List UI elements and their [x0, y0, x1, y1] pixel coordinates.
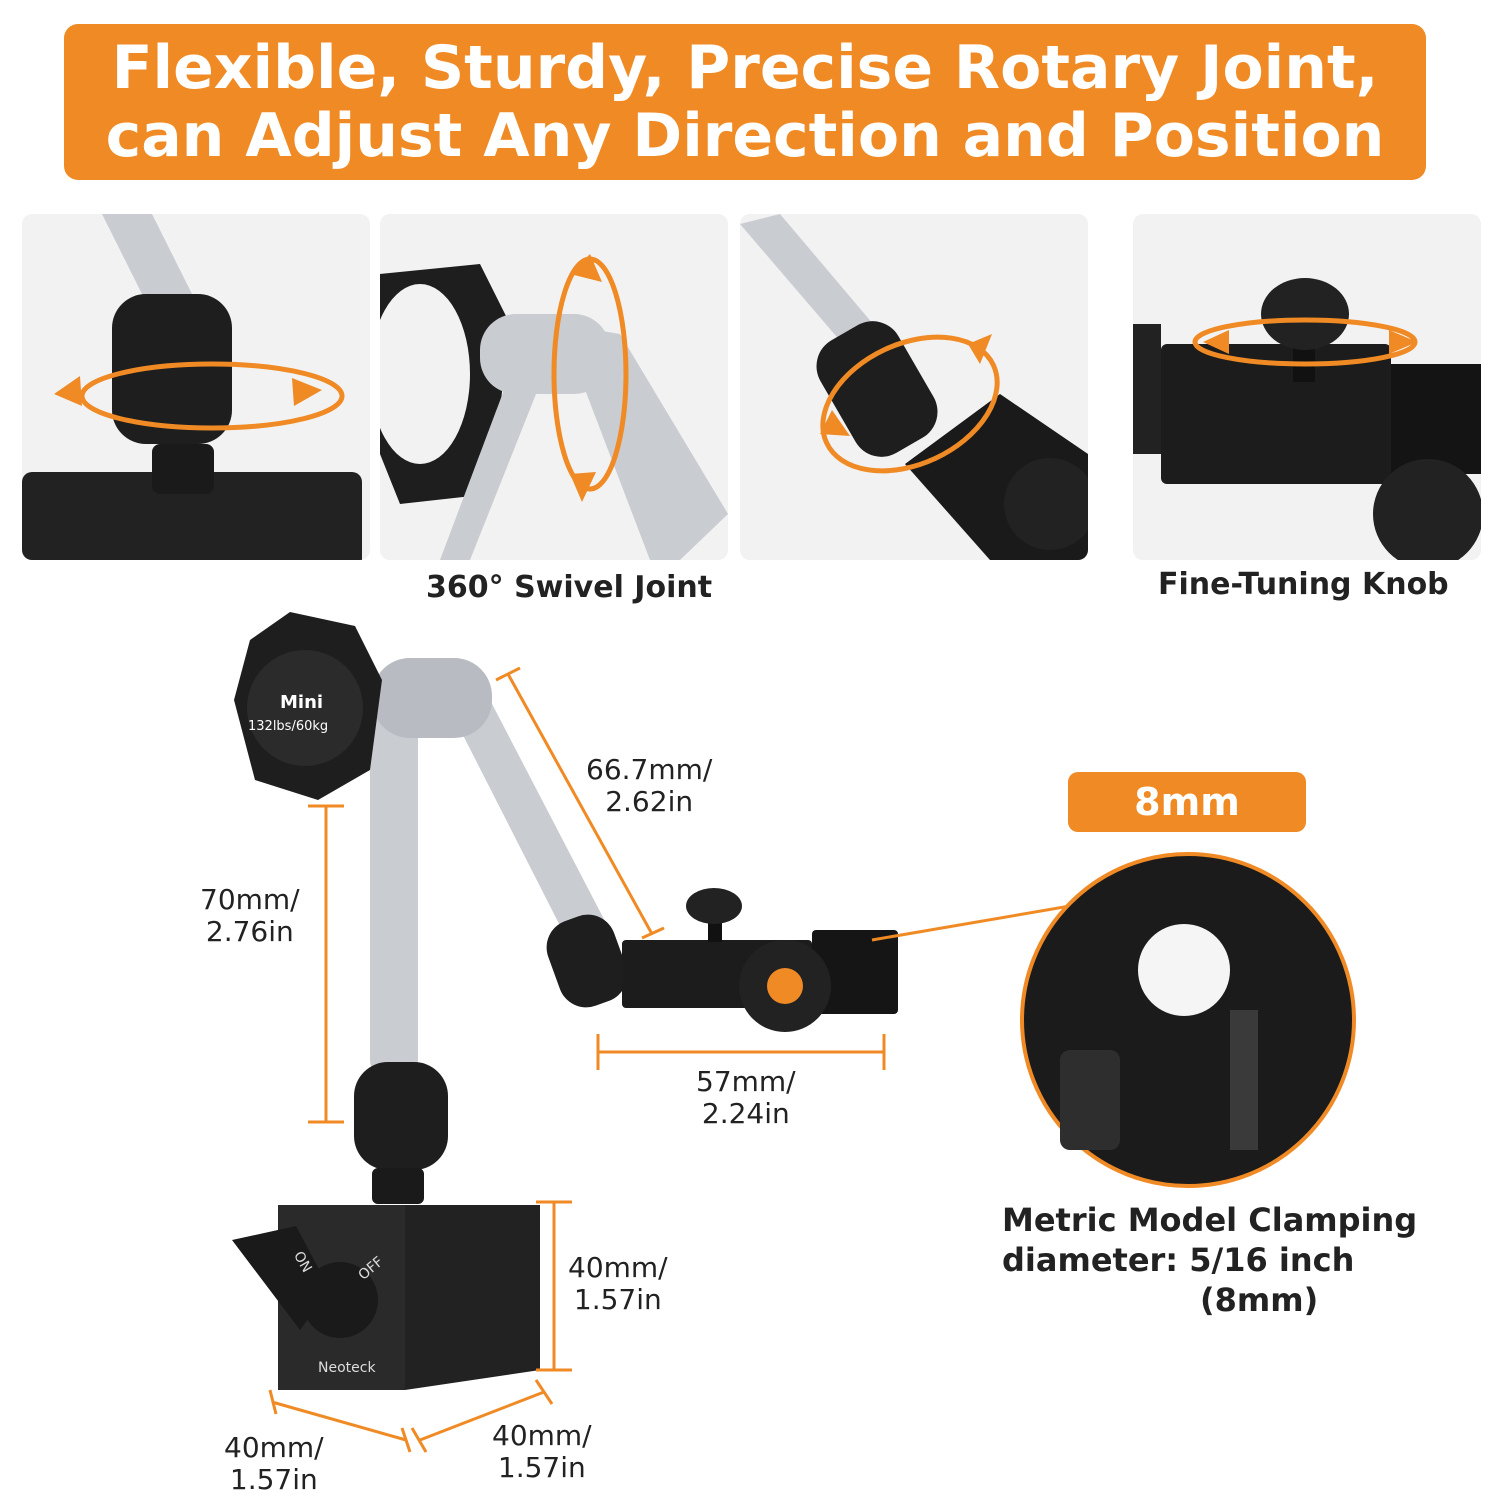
base-brand-text: Neoteck	[318, 1360, 376, 1376]
arrow-head-icon	[820, 410, 850, 436]
lower-arm-rod	[370, 700, 418, 1080]
swivel-socket	[816, 321, 938, 457]
dim-label-base-width: 40mm/ 1.57in	[492, 1419, 592, 1484]
dim-line-upper-arm	[506, 673, 654, 935]
dimension-lines	[268, 666, 1071, 1453]
arrow-head-icon	[1203, 330, 1229, 354]
clamp-note-line-1: Metric Model Clamping	[1002, 1201, 1418, 1239]
detail-panel-fine-tuning	[1133, 214, 1481, 560]
clamp-size-badge: 8mm	[1068, 772, 1306, 832]
dim-label-base-height: 40mm/ 1.57in	[568, 1251, 668, 1316]
rotation-arrow-icon	[820, 334, 1000, 474]
magnetic-base-top	[22, 472, 362, 560]
arrow-head-icon	[968, 334, 992, 364]
caption-swivel-joint: 360° Swivel Joint	[426, 570, 713, 605]
detail-panel-knob-joint	[380, 214, 728, 560]
callout-leader-line	[871, 904, 1071, 942]
knob-rating-text: 132lbs/60kg	[248, 719, 328, 734]
clamp-slot	[1230, 1010, 1258, 1150]
caption-fine-tuning-knob: Fine-Tuning Knob	[1158, 567, 1449, 602]
headline-banner: Flexible, Sturdy, Precise Rotary Joint, …	[64, 24, 1426, 180]
elbow-socket	[546, 914, 628, 1008]
base-swivel-illustration	[22, 214, 362, 560]
clamp-bore	[1138, 924, 1230, 1016]
top-joint-ball	[372, 658, 492, 738]
knob-face	[247, 650, 363, 766]
clamp-jaw	[1391, 364, 1481, 474]
dim-label-base-depth: 40mm/ 1.57in	[224, 1431, 324, 1496]
arm-rod	[740, 214, 890, 364]
dim-line-base-width	[419, 1390, 545, 1442]
arm-rod-left	[440, 374, 540, 560]
rotation-arrow-icon	[79, 361, 345, 431]
hex-nut	[152, 444, 214, 494]
arrow-head-icon	[570, 254, 602, 282]
side-knob-icon	[1373, 459, 1481, 560]
arrow-head-icon	[292, 378, 322, 406]
fine-tuning-knob-icon	[686, 888, 742, 924]
clamp-jaw	[812, 930, 898, 1014]
headline-line-1: Flexible, Sturdy, Precise Rotary Joint,	[111, 33, 1379, 103]
swivel-socket	[112, 294, 232, 444]
clamp-joint-illustration	[740, 214, 1088, 560]
lower-socket	[354, 1062, 448, 1170]
fine-tuning-illustration	[1133, 278, 1481, 560]
fine-tuning-knob-icon	[1004, 458, 1088, 550]
hex-nut	[372, 1168, 424, 1204]
clamp-body	[1161, 344, 1391, 484]
knob-model-text: Mini	[280, 692, 323, 713]
main-product-illustration: Mini 132lbs/60kg ON OFF Neoteck	[232, 612, 1356, 1453]
dim-label-upper-arm: 66.7mm/ 2.62in	[586, 753, 713, 818]
upper-arm-rod	[440, 690, 620, 965]
detail-panel-base-swivel	[22, 214, 370, 560]
dim-line-base-depth	[271, 1400, 407, 1442]
dim-label-lower-arm: 70mm/ 2.76in	[200, 883, 300, 948]
brand-logo-icon	[767, 968, 803, 1004]
fine-tuning-knob-icon	[1261, 278, 1349, 350]
arm-rod-right	[560, 324, 728, 560]
knob-joint-illustration	[380, 254, 728, 560]
clamp-note-line-2: diameter: 5/16 inch	[1002, 1241, 1355, 1279]
arrow-head-icon	[1389, 330, 1417, 354]
dim-label-clamp-width: 57mm/ 2.24in	[696, 1065, 796, 1130]
knob-face	[380, 284, 470, 464]
arrow-head-icon	[54, 376, 82, 406]
arrow-head-icon	[570, 472, 596, 502]
rod-end	[1133, 324, 1161, 454]
clamp-knurl-icon	[1060, 1050, 1120, 1150]
on-off-switch-icon	[302, 1262, 378, 1338]
clamp-note-line-3: (8mm)	[1200, 1281, 1319, 1319]
detail-panel-clamp-joint	[740, 214, 1088, 560]
headline-line-2: can Adjust Any Direction and Position	[105, 101, 1385, 171]
clamp-note: Metric Model Clamping diameter: 5/16 inc…	[1002, 1200, 1417, 1320]
magnetic-base-side	[405, 1205, 540, 1390]
